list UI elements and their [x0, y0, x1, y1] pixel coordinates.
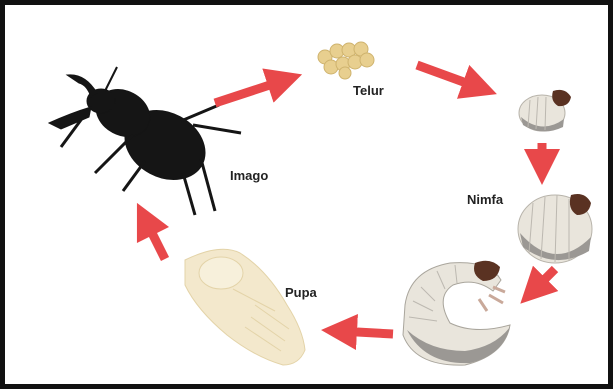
egg-cluster: [318, 42, 374, 79]
stage-label-nimfa: Nimfa: [467, 192, 503, 207]
arrow-pupa-to-imago: [145, 219, 165, 259]
life-cycle-diagram: [5, 5, 608, 384]
arrow-nimfa-to-large-larva: [533, 269, 555, 291]
stage-label-imago: Imago: [230, 168, 268, 183]
arrow-telur-to-small-larva: [417, 65, 480, 88]
small-larva: [519, 90, 571, 132]
stag-beetle: [49, 67, 241, 215]
medium-larva: [518, 194, 592, 263]
stage-label-telur: Telur: [353, 83, 384, 98]
pupa-figure: [185, 249, 305, 365]
large-larva: [403, 261, 510, 365]
arrow-large-larva-to-pupa: [339, 331, 393, 334]
stage-label-pupa: Pupa: [285, 285, 317, 300]
arrow-imago-to-telur: [215, 80, 285, 103]
